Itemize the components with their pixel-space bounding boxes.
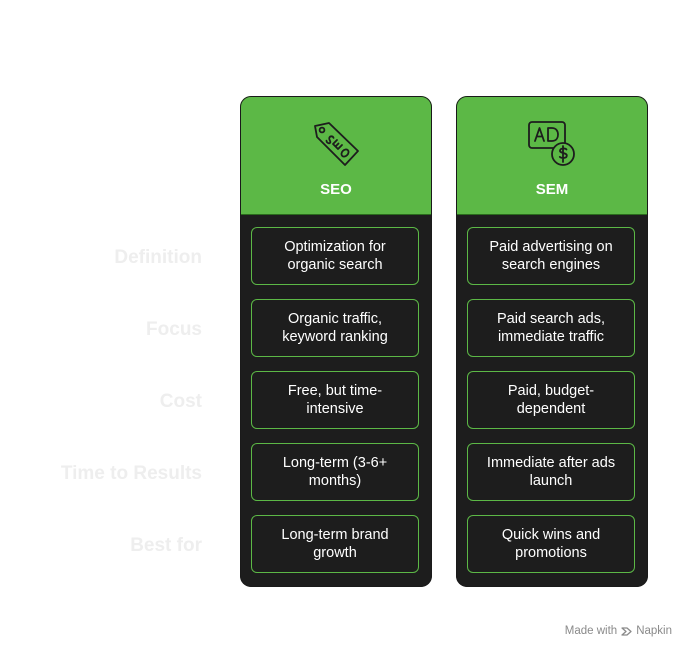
cell-seo-best-for: Long-term brand growth xyxy=(251,515,419,573)
row-label-definition: Definition xyxy=(114,247,202,268)
row-label-time-to-results: Time to Results xyxy=(60,463,202,484)
credit-prefix: Made with xyxy=(564,625,618,637)
column-title-sem: SEM xyxy=(535,181,569,198)
row-label-best-for: Best for xyxy=(130,535,202,556)
row-label-cost: Cost xyxy=(159,391,202,412)
made-with-napkin-credit[interactable]: Made with Napkin xyxy=(565,625,672,637)
column-header-seo: SEO xyxy=(240,96,432,215)
row-label-focus: Focus xyxy=(146,319,202,340)
column-sem: SEM Paid advertising on search engines P… xyxy=(456,96,648,587)
cell-sem-best-for: Quick wins and promotions xyxy=(467,515,635,573)
cell-sem-time-to-results: Immediate after ads launch xyxy=(467,443,635,501)
column-header-sem: SEM xyxy=(456,96,648,215)
cell-sem-definition: Paid advertising on search engines xyxy=(467,227,635,285)
column-title-seo: SEO xyxy=(320,181,352,198)
cell-seo-cost: Free, but time-intensive xyxy=(251,371,419,429)
cell-sem-focus: Paid search ads, immediate traffic xyxy=(467,299,635,357)
seo-tag-icon xyxy=(314,122,359,166)
ad-dollar-icon xyxy=(528,121,575,166)
column-seo: SEO Optimization for organic search Orga… xyxy=(240,96,432,587)
credit-brand: Napkin xyxy=(636,625,672,637)
cell-seo-time-to-results: Long-term (3-6+ months) xyxy=(251,443,419,501)
napkin-logo-icon xyxy=(621,626,632,636)
cell-seo-definition: Optimization for organic search xyxy=(251,227,419,285)
cell-seo-focus: Organic traffic, keyword ranking xyxy=(251,299,419,357)
cell-sem-cost: Paid, budget-dependent xyxy=(467,371,635,429)
